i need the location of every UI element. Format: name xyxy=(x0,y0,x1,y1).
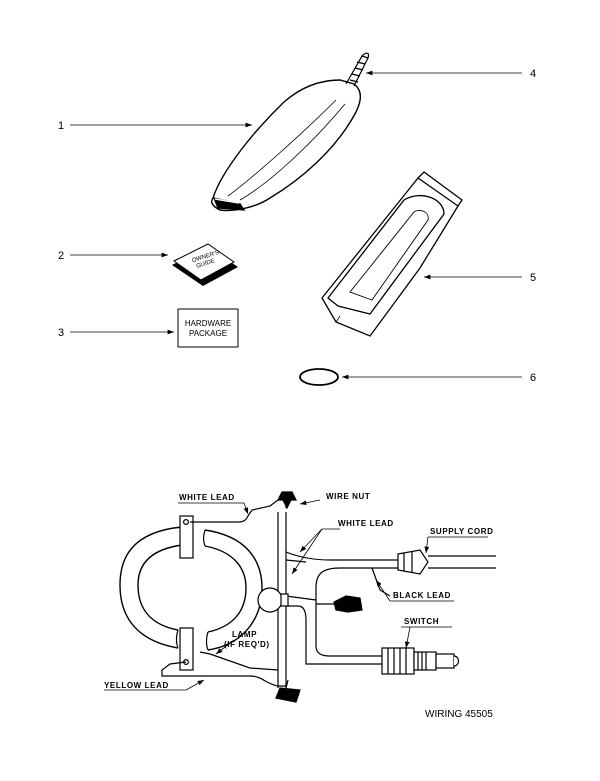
callout-3: 3 xyxy=(58,327,64,339)
wiring-diagram xyxy=(119,491,496,703)
label-lamp-note: (IF REQ'D) xyxy=(224,640,270,649)
wire-nut-middle xyxy=(333,595,363,613)
lamp-bulb xyxy=(257,587,283,613)
circline-tube-right xyxy=(204,545,247,633)
socket-bottom xyxy=(179,627,194,671)
label-white-lead-right: WHITE LEAD xyxy=(338,519,394,528)
callout-5: 5 xyxy=(530,272,536,284)
diagram-code: WIRING 45505 xyxy=(425,709,493,720)
lamp-shade-part-5 xyxy=(321,171,463,337)
label-lamp: LAMP xyxy=(232,630,257,639)
label-yellow-lead: YELLOW LEAD xyxy=(104,681,169,690)
label-wire-nut: WIRE NUT xyxy=(326,492,370,501)
callout-6: 6 xyxy=(530,372,536,384)
label-supply-cord: SUPPLY CORD xyxy=(430,527,494,536)
wire-nut-top xyxy=(277,491,297,501)
wiring-labels: WHITE LEAD WIRE NUT WHITE LEAD SUPPLY CO… xyxy=(104,492,494,720)
hardware-package-part-3: HARDWARE PACKAGE xyxy=(177,308,239,348)
wiring-leaders xyxy=(104,499,488,691)
callout-numbers: 1 2 3 4 5 6 xyxy=(58,68,536,384)
label-switch: SWITCH xyxy=(404,617,439,626)
cord-strain-relief-part-4 xyxy=(345,52,370,87)
owners-guide-part-2: OWNER'S GUIDE xyxy=(172,243,238,286)
label-black-lead: BLACK LEAD xyxy=(393,591,451,600)
owners-guide-line2: GUIDE xyxy=(196,258,216,270)
circline-tube-left xyxy=(119,526,183,649)
wire-nut-bottom xyxy=(275,687,301,703)
ring-part-6 xyxy=(299,368,339,386)
switch-body xyxy=(381,647,415,675)
callout-1: 1 xyxy=(58,120,64,132)
label-white-lead-left: WHITE LEAD xyxy=(179,493,235,502)
lamp-body-part-1 xyxy=(211,79,361,212)
socket-top xyxy=(179,515,194,559)
hardware-line1: HARDWARE xyxy=(185,319,231,328)
callout-leaders xyxy=(70,70,522,380)
callout-4: 4 xyxy=(530,68,536,80)
supply-cord-connector xyxy=(397,549,429,575)
callout-2: 2 xyxy=(58,250,64,262)
hardware-line2: PACKAGE xyxy=(189,329,227,338)
